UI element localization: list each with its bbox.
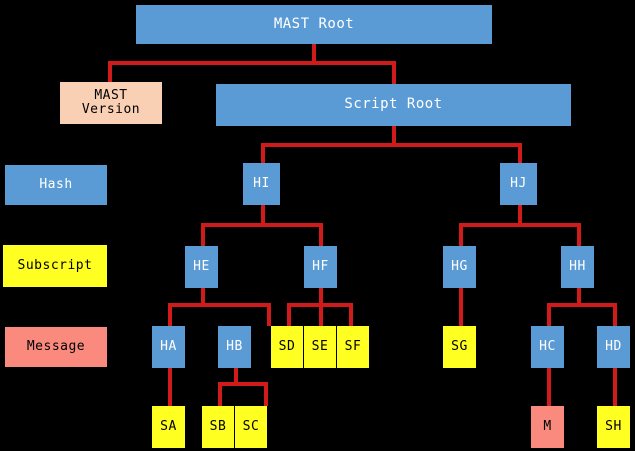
node-hi[interactable]: HI bbox=[243, 163, 280, 205]
node-label-hg: HG bbox=[451, 258, 468, 274]
node-label-hj: HJ bbox=[510, 175, 527, 191]
edge-hi-stem bbox=[261, 205, 265, 225]
edge-ha-to-sa bbox=[168, 368, 172, 406]
node-hj[interactable]: HJ bbox=[500, 163, 537, 205]
node-label-sb: SB bbox=[209, 418, 227, 434]
edge-se-drop bbox=[319, 303, 323, 326]
node-label-hi: HI bbox=[253, 175, 270, 191]
node-se[interactable]: SE bbox=[304, 326, 336, 368]
node-hf[interactable]: HF bbox=[304, 246, 337, 288]
node-hh[interactable]: HH bbox=[561, 246, 594, 288]
legend-label-subscript: Subscript bbox=[17, 257, 93, 273]
node-script-root[interactable]: Script Root bbox=[216, 84, 571, 126]
node-sc[interactable]: SC bbox=[235, 406, 267, 448]
node-label-sd: SD bbox=[278, 338, 296, 354]
edge-hh-bar bbox=[547, 303, 613, 307]
node-he[interactable]: HE bbox=[185, 246, 218, 288]
node-ha[interactable]: HA bbox=[152, 326, 185, 368]
node-label-hd: HD bbox=[605, 338, 622, 354]
edge-mast-root-bar bbox=[108, 61, 396, 65]
node-label-sa: SA bbox=[160, 418, 177, 434]
edge-hg-drop bbox=[459, 223, 463, 246]
node-label-mast-root: MAST Root bbox=[273, 15, 355, 32]
edge-mast-root-stem bbox=[312, 44, 316, 65]
node-label-he: HE bbox=[193, 258, 210, 274]
node-label-hh: HH bbox=[569, 258, 586, 274]
edge-hb-stem bbox=[234, 368, 238, 384]
edge-sd-drop bbox=[287, 303, 291, 326]
node-label-ha: HA bbox=[160, 338, 177, 354]
edge-hd-to-sh bbox=[613, 368, 617, 406]
edge-hj-bar bbox=[459, 223, 581, 227]
node-m[interactable]: M bbox=[531, 406, 564, 448]
edge-hg-to-sg bbox=[459, 288, 463, 326]
node-sa[interactable]: SA bbox=[152, 406, 185, 448]
node-hb[interactable]: HB bbox=[218, 326, 251, 368]
node-label-hb: HB bbox=[226, 338, 243, 354]
node-sf[interactable]: SF bbox=[337, 326, 369, 368]
edge-script-root-stem bbox=[392, 126, 396, 147]
node-sd[interactable]: SD bbox=[271, 326, 303, 368]
edge-he-drop bbox=[201, 223, 205, 246]
node-hd[interactable]: HD bbox=[597, 326, 630, 368]
edge-hb-bar bbox=[218, 382, 268, 386]
edge-hc-to-m bbox=[547, 368, 551, 406]
legend-item-hash: Hash bbox=[5, 165, 107, 205]
edge-he-bar bbox=[168, 303, 271, 307]
edge-hh-stem bbox=[577, 288, 581, 305]
node-label-mast-version: MAST Version bbox=[81, 87, 141, 117]
edge-hb-drop bbox=[267, 303, 271, 326]
edge-hj-drop bbox=[518, 143, 522, 165]
legend-label-message: Message bbox=[26, 338, 86, 354]
node-label-script-root: Script Root bbox=[344, 96, 443, 113]
node-hc[interactable]: HC bbox=[531, 326, 564, 368]
edge-hf-drop bbox=[319, 223, 323, 246]
edge-ha-drop bbox=[168, 303, 172, 326]
node-label-sg: SG bbox=[451, 338, 468, 354]
node-label-m: M bbox=[543, 418, 552, 434]
edge-script-root-drop bbox=[392, 61, 396, 84]
node-label-se: SE bbox=[311, 338, 329, 354]
node-label-sh: SH bbox=[605, 418, 622, 434]
edge-hi-bar bbox=[201, 223, 323, 227]
node-mast-root[interactable]: MAST Root bbox=[136, 5, 492, 44]
edge-he-stem bbox=[201, 288, 205, 305]
edge-hi-drop bbox=[261, 143, 265, 165]
legend-item-message: Message bbox=[5, 327, 107, 367]
legend-item-subscript: Subscript bbox=[3, 245, 107, 287]
node-label-sc: SC bbox=[242, 418, 260, 434]
node-label-hc: HC bbox=[539, 338, 556, 354]
edge-sf-drop bbox=[349, 303, 353, 326]
node-sb[interactable]: SB bbox=[202, 406, 234, 448]
edge-hh-drop bbox=[577, 223, 581, 246]
legend-label-hash: Hash bbox=[39, 176, 73, 192]
edge-sc-drop bbox=[264, 382, 268, 406]
node-label-sf: SF bbox=[344, 338, 362, 354]
edge-hc-drop bbox=[547, 303, 551, 326]
edge-hd-drop bbox=[613, 303, 617, 326]
node-sg[interactable]: SG bbox=[443, 326, 476, 368]
node-label-hf: HF bbox=[312, 258, 329, 274]
edge-script-root-bar bbox=[261, 143, 522, 147]
edge-hf-stem bbox=[319, 288, 323, 305]
edge-sb-drop bbox=[218, 382, 222, 406]
node-hg[interactable]: HG bbox=[443, 246, 476, 288]
edge-mast-version-drop bbox=[108, 61, 112, 84]
edge-hj-stem bbox=[518, 205, 522, 225]
node-mast-version[interactable]: MAST Version bbox=[60, 82, 162, 124]
node-sh[interactable]: SH bbox=[597, 406, 630, 448]
